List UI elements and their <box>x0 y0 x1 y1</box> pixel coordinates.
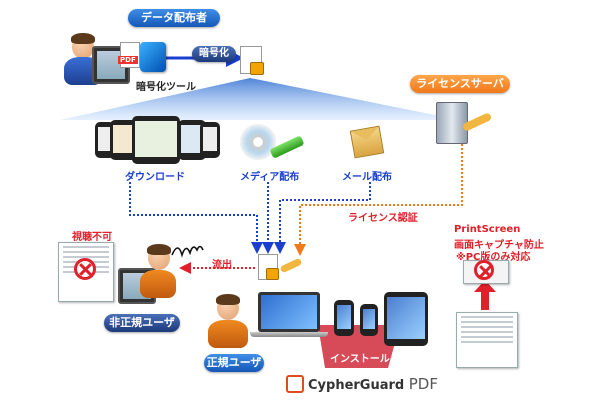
no-sign-icon <box>474 260 494 280</box>
license-server-label: ライセンスサーバ <box>410 75 510 93</box>
print-screen-line2: 画面キャプチャ防止 <box>454 240 544 251</box>
signature-icon <box>171 245 204 258</box>
encrypt-tool-icon <box>140 42 166 72</box>
authorized-user-label: 正規ユーザ <box>204 354 264 372</box>
no-sign-icon <box>74 258 96 280</box>
envelope-icon <box>349 125 385 159</box>
license-auth-label: ライセンス認証 <box>348 213 418 224</box>
unauthorized-person-icon <box>140 244 178 300</box>
license-auth-arrow <box>294 140 463 256</box>
print-screen-line1: PrintScreen <box>454 224 521 235</box>
unauthorized-user-label: 非正規ユーザ <box>104 314 180 332</box>
encrypt-tool-label: 暗号化ツール <box>136 82 196 93</box>
leak-label: 流出 <box>212 260 232 271</box>
phone-icon <box>334 300 354 336</box>
product-suffix: PDF <box>408 375 438 393</box>
pdf-icon: PDF <box>118 42 140 68</box>
tablet-icon <box>384 292 428 346</box>
download-arrow <box>129 182 263 254</box>
mail-arrow <box>274 182 371 254</box>
install-label: インストール <box>330 354 390 365</box>
encrypt-label: 暗号化 <box>192 46 236 62</box>
server-icon <box>436 102 468 144</box>
download-label: ダウンロード <box>125 172 185 183</box>
product-name: CypherGuard <box>308 378 405 393</box>
data-distributor-label: データ配布者 <box>128 9 220 27</box>
no-view-label: 視聴不可 <box>72 232 112 243</box>
cypherguard-logo-icon <box>286 375 304 393</box>
laptop-base <box>250 332 328 337</box>
laptop-icon <box>258 292 320 332</box>
lock-icon <box>250 62 264 75</box>
tablet-icon <box>200 122 220 158</box>
distribution-fan <box>60 78 460 120</box>
cd-icon <box>240 124 276 160</box>
authorized-person-icon <box>208 294 248 348</box>
phone-icon <box>360 304 378 336</box>
product-logo: CypherGuard PDF <box>308 375 438 393</box>
tablet-icon <box>132 116 180 164</box>
mail-label: メール配布 <box>342 172 392 183</box>
media-label: メディア配布 <box>240 172 300 183</box>
document-icon <box>456 312 518 368</box>
print-screen-line3: ※PC版のみ対応 <box>456 252 531 263</box>
lock-icon <box>266 268 279 280</box>
